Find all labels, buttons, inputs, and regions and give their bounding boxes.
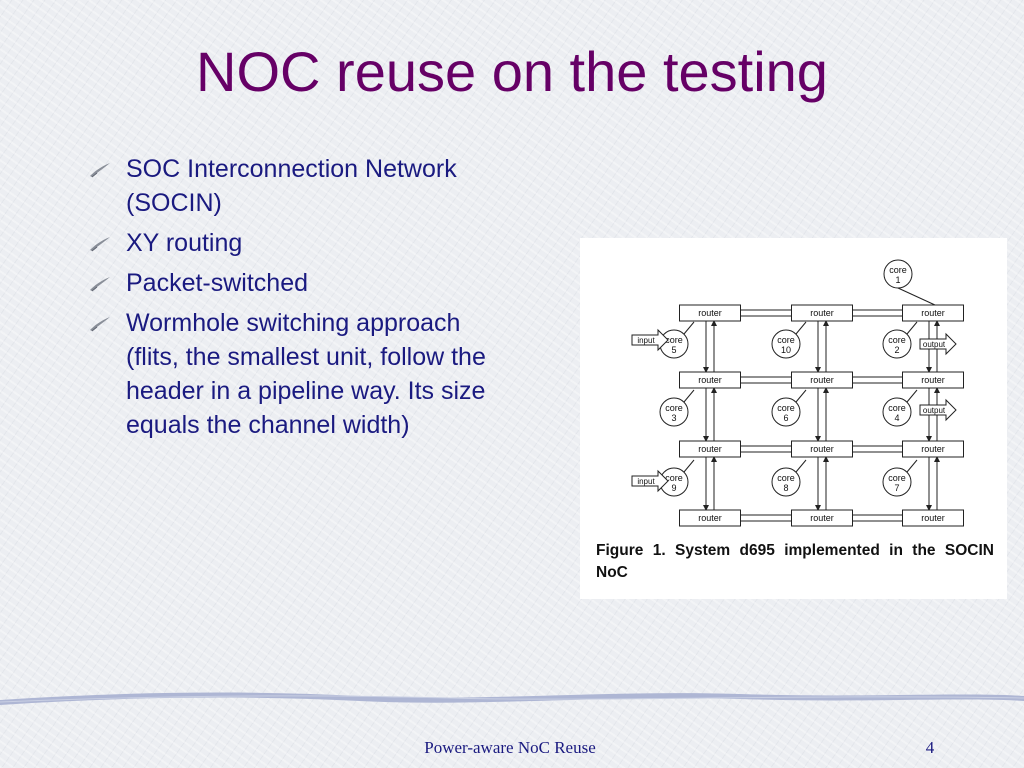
bullet-text: Packet-switched: [126, 269, 309, 297]
io-label: output: [923, 406, 946, 415]
noc-routers: router router router router router router rout…: [679, 304, 964, 527]
router-node: router: [902, 304, 964, 322]
noc-io-ports: input output output input: [631, 328, 957, 493]
router-label: router: [698, 444, 722, 454]
core-label: core: [777, 403, 795, 413]
router-label: router: [810, 308, 834, 318]
core-router-link: [897, 287, 936, 306]
router-label: router: [921, 513, 945, 523]
input-port-arrow: input: [631, 469, 669, 493]
router-node: router: [679, 304, 741, 322]
router-node: router: [679, 371, 741, 389]
core-id: 8: [783, 483, 788, 493]
bullet-text: Wormhole switching approach (flits, the …: [126, 309, 486, 439]
core-router-link: [795, 389, 807, 403]
slide-title: NOC reuse on the testing: [196, 40, 828, 103]
core-id: 5: [671, 345, 676, 355]
core-label: core: [888, 335, 906, 345]
core-label: core: [665, 335, 683, 345]
core-router-link: [683, 459, 695, 473]
core-router-link: [906, 389, 918, 403]
router-label: router: [698, 375, 722, 385]
bullet-text: XY routing: [126, 229, 243, 257]
bullet-item: SOC Interconnection Network (SOCIN): [88, 152, 518, 220]
core-id: 2: [894, 345, 899, 355]
output-port-arrow: output: [919, 332, 957, 356]
core-router-link: [683, 321, 695, 335]
core-id: 6: [783, 413, 788, 423]
core-label: core: [888, 473, 906, 483]
router-node: router: [791, 371, 853, 389]
router-label: router: [921, 308, 945, 318]
core-router-link: [795, 459, 807, 473]
core-label: core: [777, 335, 795, 345]
router-label: router: [810, 513, 834, 523]
bullet-text: SOC Interconnection Network (SOCIN): [126, 155, 457, 217]
output-port-arrow: output: [919, 398, 957, 422]
router-node: router: [902, 440, 964, 458]
noc-diagram: router router router router router router rout…: [631, 259, 964, 527]
core-id: 4: [894, 413, 899, 423]
core-label: core: [888, 403, 906, 413]
router-node: router: [679, 440, 741, 458]
noc-cores: core1core5core10core2core3core6core4core…: [659, 259, 913, 497]
router-label: router: [810, 444, 834, 454]
router-node: router: [791, 440, 853, 458]
core-id: 3: [671, 413, 676, 423]
core-router-link: [906, 459, 918, 473]
core-id: 7: [894, 483, 899, 493]
core-id: 1: [895, 275, 900, 285]
core-label: core: [665, 403, 683, 413]
router-label: router: [921, 444, 945, 454]
router-label: router: [698, 308, 722, 318]
router-node: router: [791, 509, 853, 527]
bullet-item: Packet-switched: [88, 266, 518, 300]
figure-caption: Figure 1. System d695 implemented in the…: [596, 542, 994, 581]
router-label: router: [810, 375, 834, 385]
router-node: router: [902, 371, 964, 389]
router-node: router: [791, 304, 853, 322]
io-label: output: [923, 340, 946, 349]
footer-title: Power-aware NoC Reuse: [424, 738, 596, 757]
core-router-link: [906, 321, 918, 335]
quill-bullet-icon: [90, 317, 110, 332]
socin-noc-figure: router router router router router router rout…: [580, 238, 1007, 599]
quill-bullet-icon: [90, 277, 110, 292]
quill-bullet-icon: [90, 163, 110, 178]
io-label: input: [637, 336, 655, 345]
router-label: router: [921, 375, 945, 385]
bullet-list: SOC Interconnection Network (SOCIN) XY r…: [88, 152, 518, 448]
router-node: router: [902, 509, 964, 527]
bullet-item: XY routing: [88, 226, 518, 260]
io-label: input: [637, 477, 655, 486]
input-port-arrow: input: [631, 328, 669, 352]
page-number: 4: [925, 738, 935, 757]
core-label: core: [777, 473, 795, 483]
core-id: 9: [671, 483, 676, 493]
core-label: core: [889, 265, 907, 275]
core-router-link: [683, 389, 695, 403]
quill-bullet-icon: [90, 237, 110, 252]
router-node: router: [679, 509, 741, 527]
core-id: 10: [781, 345, 791, 355]
bullet-item: Wormhole switching approach (flits, the …: [88, 306, 518, 442]
core-router-link: [795, 321, 807, 335]
footer-wave-decoration: [0, 692, 1024, 705]
core-label: core: [665, 473, 683, 483]
router-label: router: [698, 513, 722, 523]
